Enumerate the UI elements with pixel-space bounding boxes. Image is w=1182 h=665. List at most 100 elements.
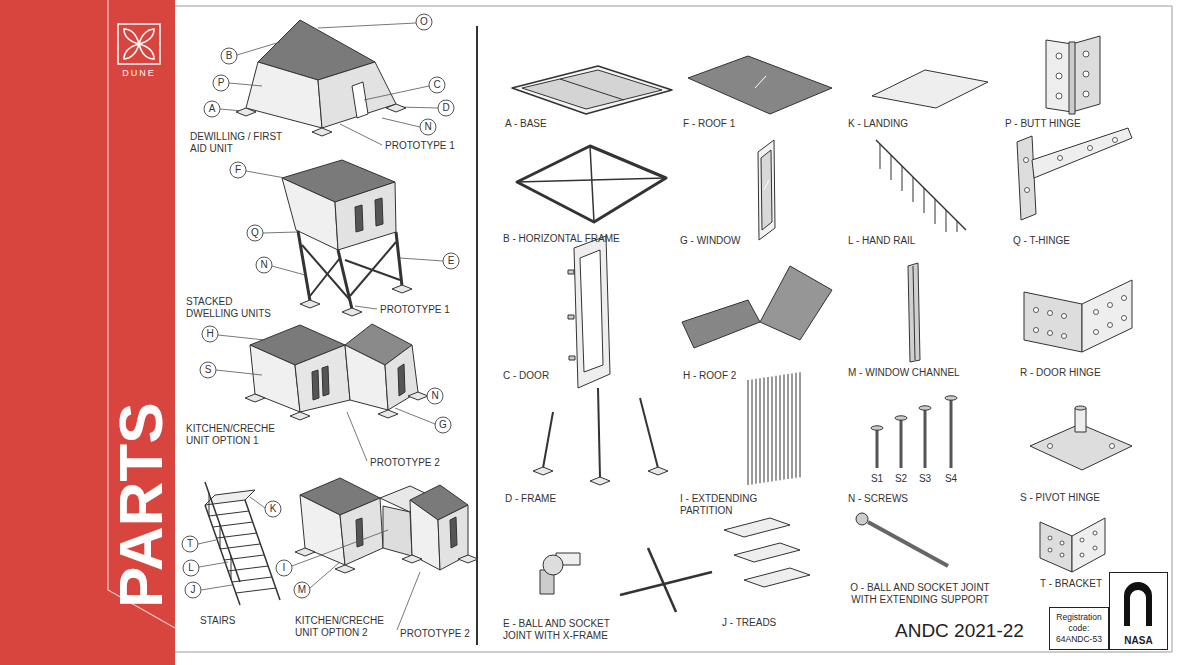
registration-code: 64ANDC-53 [1053, 634, 1105, 645]
partition-slat [799, 372, 800, 477]
unit-name: STACKED DWELLING UNITS [186, 296, 286, 320]
dune-logo [118, 24, 160, 64]
callout-circle [256, 257, 272, 273]
foot-pad [245, 394, 265, 402]
callout-letter: E [443, 253, 459, 269]
nasa-arch [1124, 582, 1152, 626]
prototype-label: PROTOTYPE 1 [380, 304, 450, 316]
screw-size: S4 [941, 473, 961, 485]
part-name: J - TREADS [722, 617, 776, 629]
part-name: L - HAND RAIL [848, 235, 915, 247]
foot-pad [236, 108, 256, 116]
part-name: T - BRACKET [1040, 578, 1102, 590]
screw-symbol [871, 426, 883, 468]
part-name: B - HORIZONTAL FRAME [503, 233, 620, 245]
part-name: Q - T-HINGE [1013, 235, 1070, 247]
screw-symbol [919, 406, 931, 468]
part-name: H - ROOF 2 [683, 370, 736, 382]
part-name: O - BALL AND SOCKET JOINT WITH EXTENDING… [845, 582, 995, 606]
callout-circle [416, 14, 432, 30]
part-name: E - BALL AND SOCKET JOINT WITH X-FRAME [503, 618, 618, 642]
unit-name: STAIRS [200, 615, 235, 627]
foot-pad [590, 477, 610, 485]
callout-circle [221, 48, 237, 64]
callout-circle [420, 119, 436, 135]
foot-pad [312, 128, 332, 136]
foot-pad [408, 392, 428, 400]
partition-slat [767, 377, 768, 482]
callout-circle [294, 582, 310, 598]
callout-circle [429, 77, 445, 93]
screw-size: S3 [915, 473, 935, 485]
foot-pad [335, 565, 355, 573]
registration-caption: Registration code: [1053, 612, 1105, 634]
callout-circle [427, 388, 443, 404]
callout-letter: P [213, 75, 229, 91]
partition-slat [791, 373, 792, 478]
callout-letter: J [185, 582, 201, 598]
part-name: M - WINDOW CHANNEL [848, 367, 960, 379]
callout-circle [202, 326, 218, 342]
callout-circle [183, 560, 199, 576]
callout-letter: T [182, 536, 198, 552]
screw-size: S1 [867, 473, 887, 485]
callout-letter: N [427, 388, 443, 404]
partition-slat [787, 374, 788, 479]
part-name: N - SCREWS [848, 493, 908, 505]
part-drawings [512, 36, 1132, 612]
callout-circle [247, 225, 263, 241]
unit-name: KITCHEN/CRECHE UNIT OPTION 2 [295, 615, 395, 639]
part-name: K - LANDING [848, 118, 908, 130]
callout-letter: L [183, 560, 199, 576]
foot-pad [342, 308, 362, 316]
screw-symbol [945, 396, 957, 468]
callout-letter: N [256, 257, 272, 273]
logo-text: NASA [1112, 635, 1165, 646]
foot-pad [402, 555, 422, 563]
partition-slat [763, 378, 764, 483]
foot-pad [386, 104, 406, 112]
part-name: A - BASE [505, 118, 547, 130]
registration-box: Registration code:64ANDC-53 [1049, 607, 1109, 650]
logo-box: NASA [1109, 572, 1168, 650]
callout-letter: Q [247, 225, 263, 241]
partition-slat [771, 376, 772, 481]
callout-letter: F [230, 162, 246, 178]
callout-circle [265, 501, 281, 517]
foot-pad [290, 412, 310, 420]
partition-slat [759, 378, 760, 483]
callout-circle [443, 253, 459, 269]
part-name: P - BUTT HINGE [1005, 118, 1081, 130]
prototype-label: PROTOTYPE 2 [400, 628, 470, 640]
callout-letter: S [200, 362, 216, 378]
partition-slat [783, 375, 784, 480]
callout-letter: O [416, 14, 432, 30]
prototype-label: PROTOTYPE 1 [385, 140, 455, 152]
foot-pad [533, 467, 553, 475]
part-name: I - EXTDENDING PARTITION [680, 493, 780, 517]
callout-circle [182, 536, 198, 552]
part-name: D - FRAME [505, 493, 556, 505]
divider [476, 26, 478, 645]
foot-pad [458, 555, 478, 563]
prototype-label: PROTOTYPE 2 [370, 457, 440, 469]
callout-letter: A [204, 101, 220, 117]
callout-letter: N [420, 119, 436, 135]
unit-name: DEWILLING / FIRST AID UNIT [190, 131, 285, 155]
logo-text: DUNE [116, 67, 162, 79]
callout-letter: G [435, 417, 451, 433]
partition-slat [755, 379, 756, 484]
part-name: S - PIVOT HINGE [1020, 492, 1100, 504]
callout-circle [185, 582, 201, 598]
screw-symbol [895, 416, 907, 468]
leader-lines [198, 23, 443, 630]
band-line [108, 0, 175, 628]
callout-circle [213, 75, 229, 91]
callout-letter: I [276, 560, 292, 576]
partition-slat [751, 379, 752, 484]
partition-slat [747, 380, 748, 485]
sheet-frame [175, 6, 1172, 652]
foot-pad [392, 285, 412, 293]
